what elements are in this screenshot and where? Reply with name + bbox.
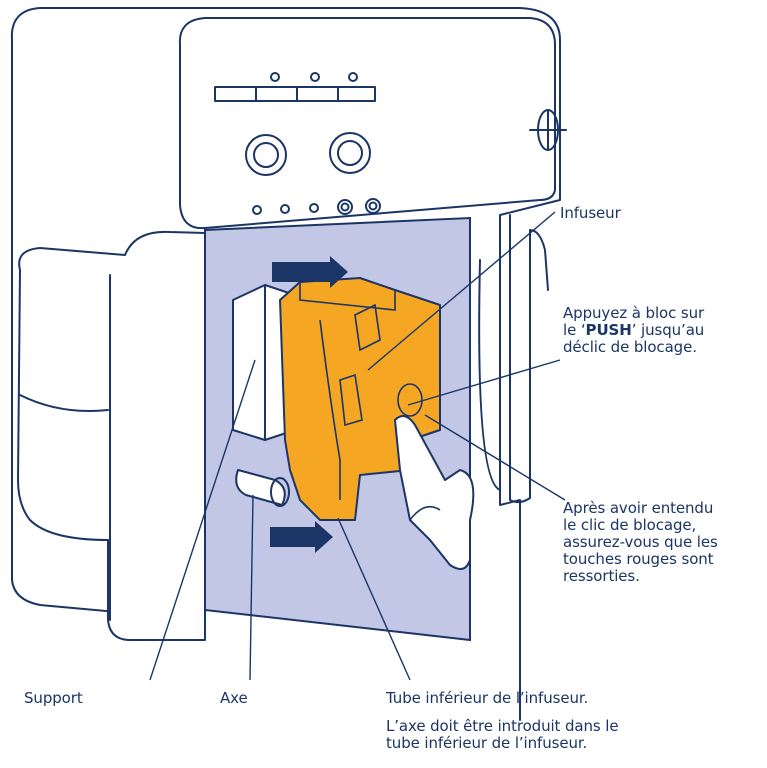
push-bold: PUSH — [585, 321, 632, 339]
leader-tube — [337, 517, 411, 681]
push-line-2-post: ’ jusqu’au — [631, 321, 705, 339]
click-line: ressorties. — [563, 567, 640, 585]
click-line: assurez-vous que les — [563, 533, 718, 551]
indicator-light — [310, 72, 320, 82]
leader-click — [424, 414, 566, 501]
indicator-light — [348, 72, 358, 82]
note-line: L’axe doit être introduit dans le — [386, 717, 619, 735]
water-tank — [17, 230, 206, 641]
leader-push — [407, 359, 561, 406]
button-strip — [214, 86, 376, 102]
arrow-bottom — [270, 521, 333, 553]
control-panel — [178, 17, 556, 230]
push-line-3: déclic de blocage. — [563, 338, 697, 356]
note-line: tube inférieur de l’infuseur. — [386, 734, 588, 752]
label-push-instruction: Appuyez à bloc sur le ‘PUSH’ jusqu’au dé… — [563, 305, 704, 356]
push-line-1: Appuyez à bloc sur — [563, 304, 705, 322]
knob-right — [329, 132, 371, 174]
machine-body — [10, 7, 561, 721]
arrow-top — [272, 256, 348, 288]
click-line: le clic de blocage, — [563, 516, 697, 534]
leader-axe — [249, 494, 254, 681]
machine-left-side — [11, 39, 151, 616]
indicator-light — [270, 72, 280, 82]
label-tube: Tube inférieur de l’infuseur. — [386, 689, 589, 707]
leader-support — [149, 359, 256, 681]
label-support: Support — [24, 689, 83, 707]
push-line-2-pre: le ‘ — [563, 321, 586, 339]
push-line-2: le ‘PUSH’ jusqu’au — [563, 322, 704, 339]
hand — [394, 415, 475, 570]
label-infuseur: Infuseur — [560, 204, 621, 222]
leader-infuseur — [367, 211, 556, 371]
knob-left — [245, 134, 287, 176]
label-axe-note: L’axe doit être introduit dans le tube i… — [386, 718, 619, 752]
click-line: Après avoir entendu — [563, 499, 714, 517]
label-axe: Axe — [220, 689, 248, 707]
spout — [509, 214, 549, 504]
click-line: touches rouges sont — [563, 550, 714, 568]
label-click-instruction: Après avoir entendu le clic de blocage, … — [563, 500, 763, 585]
